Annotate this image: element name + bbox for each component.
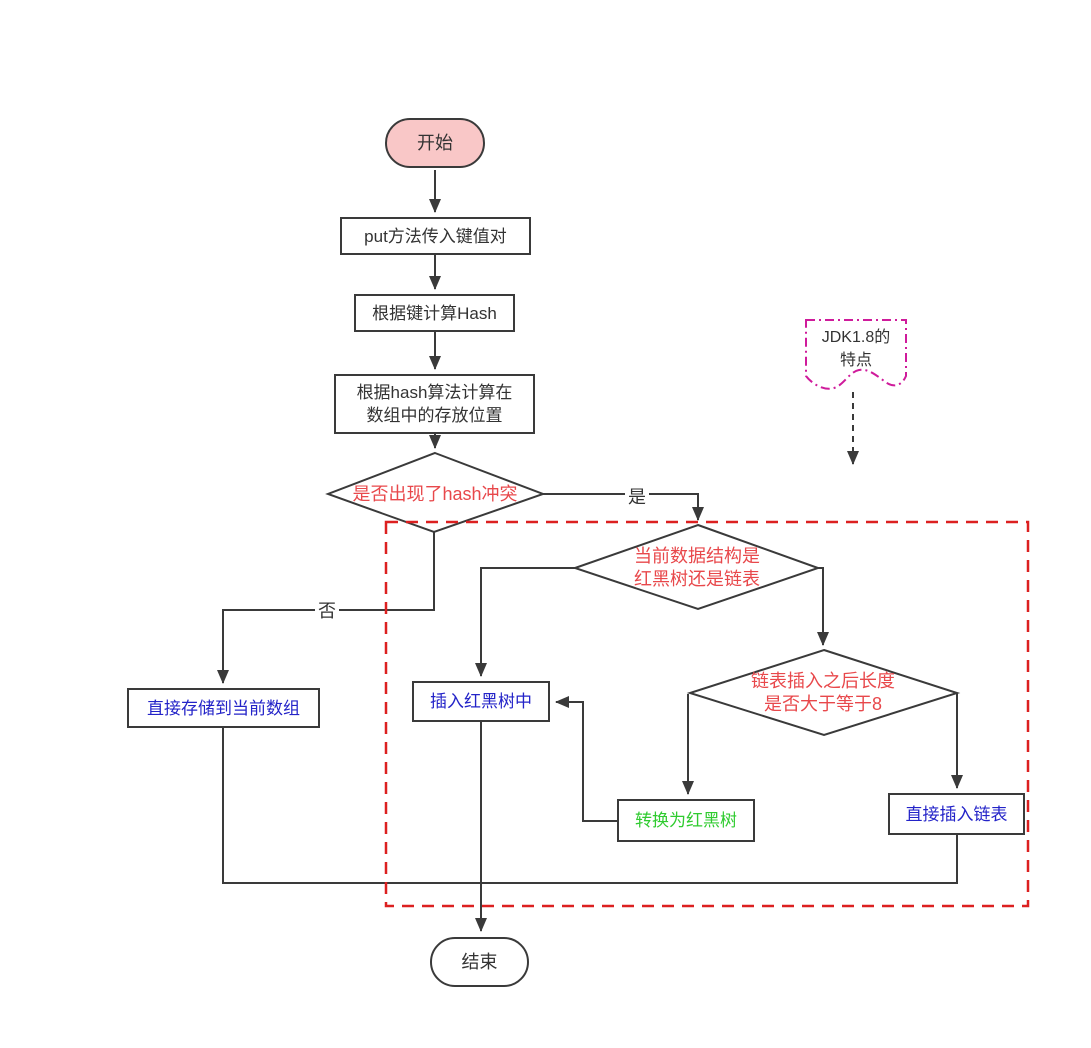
- edge-list-to-merge: [482, 835, 958, 884]
- jdk18-annotation-text: JDK1.8的 特点: [806, 326, 906, 372]
- convert-rbtree-node: 转换为红黑树: [617, 799, 755, 842]
- process-put-node: put方法传入键值对: [340, 217, 531, 255]
- jdk18-annotation-line2: 特点: [839, 352, 872, 369]
- end-node: 结束: [430, 937, 529, 987]
- process-calc-hash-node: 根据键计算Hash: [354, 294, 515, 332]
- store-array-node: 直接存储到当前数组: [127, 688, 320, 728]
- start-node: 开始: [385, 118, 485, 168]
- edge-structure-to-length: [817, 567, 829, 646]
- start-node-label: 开始: [417, 132, 453, 153]
- convert-rbtree-label: 转换为红黑树: [635, 811, 737, 830]
- edge-convert-to-rbtree: [555, 696, 617, 822]
- decision-shapes: [325, 451, 961, 737]
- jdk18-annotation-line1: JDK1.8的: [821, 329, 891, 346]
- store-array-label: 直接存储到当前数组: [147, 698, 300, 718]
- edge-conflict-yes: [543, 493, 704, 521]
- process-calc-position-line1: 根据hash算法计算在: [356, 383, 513, 402]
- insert-list-label: 直接插入链表: [905, 804, 1008, 824]
- edge-store-to-merge: [222, 728, 481, 884]
- flow-connectors: [217, 170, 963, 932]
- decision-length-shape: [686, 648, 961, 737]
- end-node-label: 结束: [461, 951, 498, 972]
- process-calc-position-node: 根据hash算法计算在 数组中的存放位置: [334, 374, 535, 434]
- insert-rbtree-node: 插入红黑树中: [412, 681, 550, 722]
- decision-structure-shape: [571, 523, 822, 611]
- jdk18-annotation-shape: [805, 319, 907, 390]
- insert-list-node: 直接插入链表: [888, 793, 1025, 835]
- process-calc-hash-label: 根据键计算Hash: [372, 303, 497, 323]
- jdk18-dashed-region: [384, 520, 1030, 908]
- edge-structure-to-rbtree: [475, 567, 575, 677]
- yes-edge-label: 是: [625, 483, 649, 509]
- no-edge-label: 否: [315, 597, 339, 623]
- process-put-label: put方法传入键值对: [364, 226, 507, 246]
- process-calc-position-line2: 数组中的存放位置: [366, 406, 503, 425]
- decision-hash-conflict-shape: [325, 451, 546, 534]
- insert-rbtree-label: 插入红黑树中: [430, 692, 532, 711]
